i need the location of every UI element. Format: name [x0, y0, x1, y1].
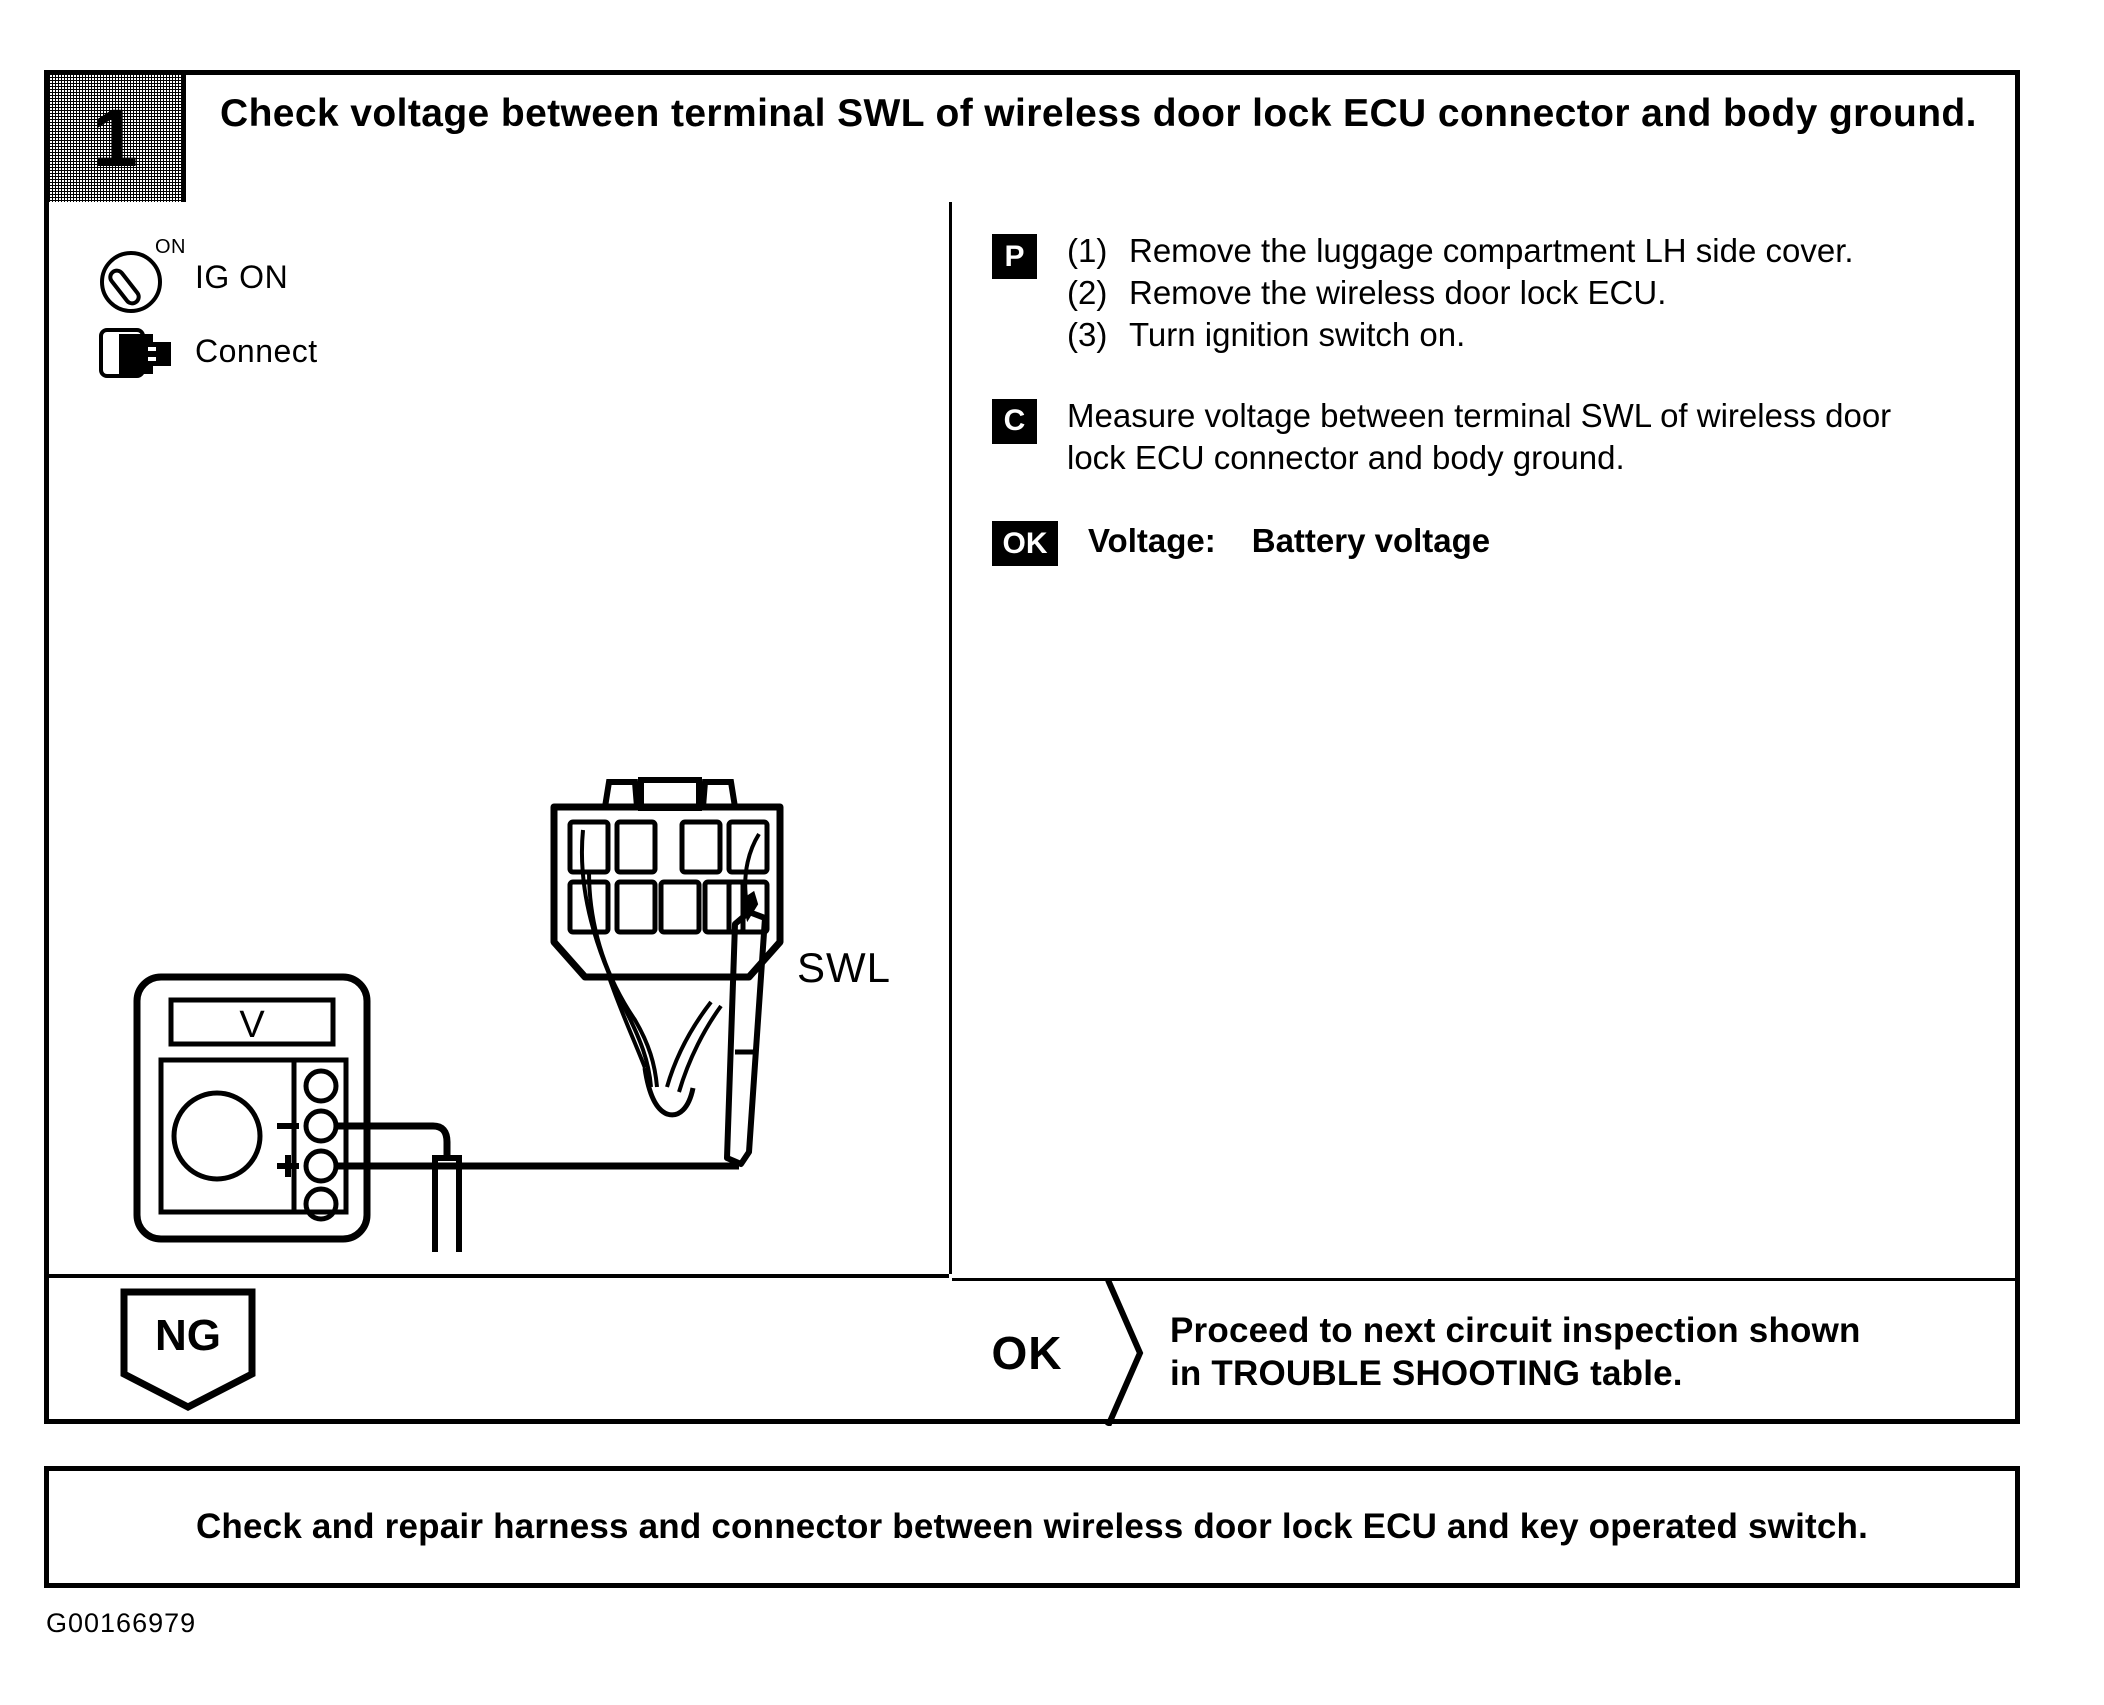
connector-connect-icon: [93, 314, 185, 388]
prepare-step-3: (3) Turn ignition switch on.: [1067, 314, 1854, 356]
prepare-step-2-text: Remove the wireless door lock ECU.: [1129, 274, 1667, 312]
condition-label-ig-on: IG ON: [195, 258, 289, 295]
step-frame: 1 Check voltage between terminal SWL of …: [44, 70, 2020, 1426]
chevron-right-icon: [1102, 1279, 1148, 1426]
swl-probe-icon: [724, 832, 768, 1167]
condition-item-connect: Connect: [93, 314, 318, 388]
ng-label: NG: [155, 1311, 221, 1360]
ecu-connector-icon: [550, 777, 784, 1118]
ok-result-label: Voltage:: [1088, 522, 1216, 560]
left-pane-bottom-rule: [49, 1274, 949, 1278]
step-header: 1 Check voltage between terminal SWL of …: [49, 75, 2015, 202]
condition-list: ON IG ON: [93, 236, 318, 388]
prepare-step-1-text: Remove the luggage compartment LH side c…: [1129, 232, 1854, 269]
terminal-label-swl: SWL: [795, 944, 894, 992]
prepare-step-1: (1) Remove the luggage compartment LH si…: [1067, 230, 1854, 272]
ig-on-superscript: ON: [155, 236, 186, 258]
ok-proceed-line-2: in TROUBLE SHOOTING table.: [1170, 1353, 1683, 1393]
instructions-pane: P (1) Remove the luggage compartment LH …: [952, 202, 2015, 1274]
multimeter-icon: V: [133, 973, 371, 1243]
step-body: ON IG ON: [49, 202, 2015, 1426]
instruction-block-check: C Measure voltage between terminal SWL o…: [992, 395, 1975, 479]
ng-result[interactable]: NG: [119, 1288, 299, 1418]
prepare-step-2-marker: (2): [1067, 274, 1108, 312]
prepare-step-3-text: Turn ignition switch on.: [1129, 316, 1466, 354]
step-number: 1: [92, 92, 138, 184]
ok-result[interactable]: OK Proceed to next circuit inspection sh…: [952, 1278, 2015, 1426]
condition-label-connect: Connect: [195, 332, 318, 369]
badge-p: P: [992, 234, 1037, 279]
svg-text:V: V: [239, 1004, 265, 1046]
diagram-pane: ON IG ON: [49, 202, 949, 1274]
step-title: Check voltage between terminal SWL of wi…: [220, 92, 1977, 135]
ok-result-value: Battery voltage: [1251, 522, 1491, 560]
ignition-key-icon: ON: [93, 236, 186, 314]
check-paragraph: Measure voltage between terminal SWL of …: [1067, 396, 1892, 476]
prepare-step-2: (2) Remove the wireless door lock ECU.: [1067, 272, 1854, 314]
prepare-step-1-marker: (1): [1067, 232, 1108, 269]
instruction-block-ok: OK Voltage: Battery voltage: [992, 517, 1975, 567]
badge-c: C: [992, 398, 1037, 444]
prepare-step-3-marker: (3): [1067, 316, 1108, 354]
ok-label: OK: [991, 1326, 1063, 1379]
step-number-badge: 1: [49, 75, 186, 202]
ng-shield-shape: NG: [119, 1288, 257, 1412]
instruction-block-prepare: P (1) Remove the luggage compartment LH …: [992, 230, 1975, 357]
measurement-diagram: V: [49, 352, 949, 1252]
action-text: Check and repair harness and connector b…: [195, 1507, 1869, 1546]
ground-probe-icon: [432, 1155, 462, 1252]
vertical-divider: [949, 202, 952, 1274]
ok-proceed-line-1: Proceed to next circuit inspection shown: [1170, 1310, 1861, 1350]
action-box: Check and repair harness and connector b…: [44, 1466, 2020, 1588]
badge-ok: OK: [992, 521, 1058, 567]
ok-proceed-text: Proceed to next circuit inspection shown…: [1170, 1310, 1861, 1395]
prepare-steps: (1) Remove the luggage compartment LH si…: [1067, 230, 1854, 357]
result-row: NG OK Proceed to next circuit inspection…: [49, 1278, 2015, 1426]
condition-item-ig-on: ON IG ON: [93, 236, 318, 314]
document-code: G00166979: [46, 1608, 197, 1638]
